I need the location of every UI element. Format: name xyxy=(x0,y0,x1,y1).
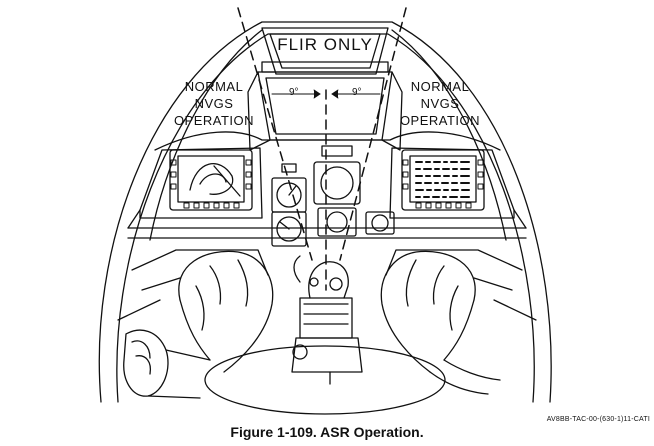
canopy-frame xyxy=(98,21,552,403)
fov-lines xyxy=(237,7,407,291)
angle-dimension xyxy=(271,89,381,99)
instrument-panel xyxy=(127,131,527,239)
drawing-id: AV8BB-TAC-00-(630-1)11-CATI xyxy=(546,416,650,423)
label-line: NORMAL xyxy=(410,79,470,94)
label-line: NVGS xyxy=(420,96,460,111)
flir-only-label: FLIR ONLY xyxy=(277,35,373,54)
label-line: NVGS xyxy=(194,96,234,111)
angle-label-left: 9° xyxy=(289,87,299,98)
label-line: OPERATION xyxy=(399,113,481,128)
right-mfd xyxy=(401,149,485,211)
side-consoles xyxy=(117,249,537,321)
normal-nvgs-label-right: NORMAL NVGS OPERATION xyxy=(398,78,482,129)
label-line: OPERATION xyxy=(173,113,255,128)
pilot-left-leg xyxy=(123,250,274,399)
left-mfd xyxy=(169,149,253,211)
pilot-right-leg xyxy=(380,250,501,395)
angle-label-right: 9° xyxy=(352,87,362,98)
figure-caption: Figure 1-109. ASR Operation. xyxy=(230,424,424,440)
center-gauges xyxy=(271,145,395,247)
label-line: NORMAL xyxy=(184,79,244,94)
normal-nvgs-label-left: NORMAL NVGS OPERATION xyxy=(172,78,256,129)
control-stick xyxy=(204,255,446,415)
